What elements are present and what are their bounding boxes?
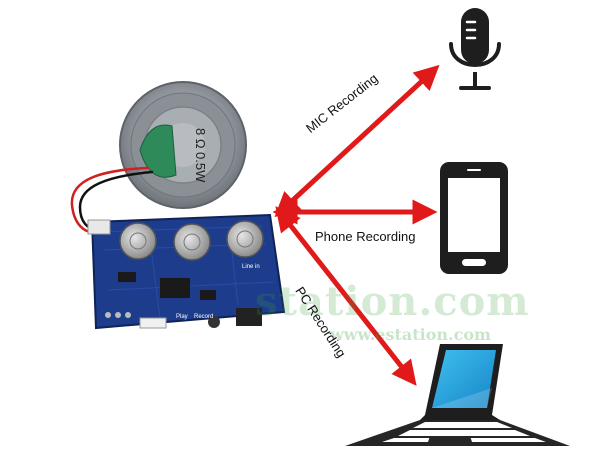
laptop-icon [345, 344, 570, 446]
microphone-icon [449, 8, 501, 90]
pc-recording-arrow [275, 206, 417, 386]
button-cell-2 [173, 223, 211, 261]
arrows [272, 64, 440, 386]
mic-recording-arrow [274, 64, 440, 218]
power-connector [139, 317, 167, 329]
button-cell-1 [119, 222, 157, 260]
play-label: Play [176, 314, 188, 320]
ic-chip [160, 278, 190, 298]
watermark-small: www.estation.com [330, 325, 491, 344]
line-in-label: Line in [242, 264, 260, 270]
speaker: 8 Ω 0.5W [119, 81, 247, 209]
record-label: Record [194, 314, 213, 320]
speaker-marking-watts: 0.5W [193, 152, 208, 183]
speaker-marking: 8 Ω 0.5W [193, 128, 208, 183]
microphone-capsule [208, 316, 220, 328]
button-cell-3 [226, 220, 264, 258]
watermark-large: station.com [255, 278, 530, 325]
speaker-marking-ohms: 8 Ω [193, 128, 208, 149]
line-in-jack [236, 308, 262, 326]
speaker-connector [87, 219, 111, 235]
recording-board: Play Record Line in [87, 213, 286, 330]
phone-recording-label: Phone Recording [315, 229, 416, 244]
smartphone-icon [440, 162, 508, 274]
